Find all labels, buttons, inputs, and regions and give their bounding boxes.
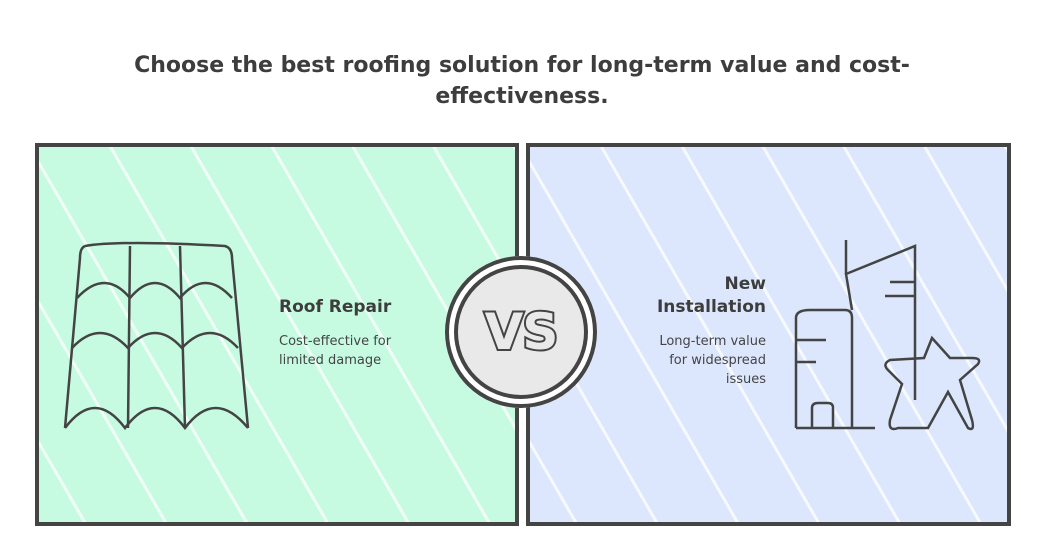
vs-badge: VS xyxy=(445,256,597,408)
diagram-title: Choose the best roofing solution for lon… xyxy=(134,53,910,109)
roof-tiles-icon xyxy=(63,241,250,431)
new-installation-heading: New Installation xyxy=(656,274,766,317)
roof-repair-description: Cost-effective for limited damage xyxy=(279,334,392,368)
new-installation-panel xyxy=(526,143,1011,526)
roof-repair-heading: Roof Repair xyxy=(279,297,392,317)
buildings-star-icon xyxy=(794,240,981,431)
vs-label: VS xyxy=(483,301,561,363)
roof-repair-panel xyxy=(35,143,519,526)
new-installation-description: Long-term value for widespread issues xyxy=(659,334,766,387)
